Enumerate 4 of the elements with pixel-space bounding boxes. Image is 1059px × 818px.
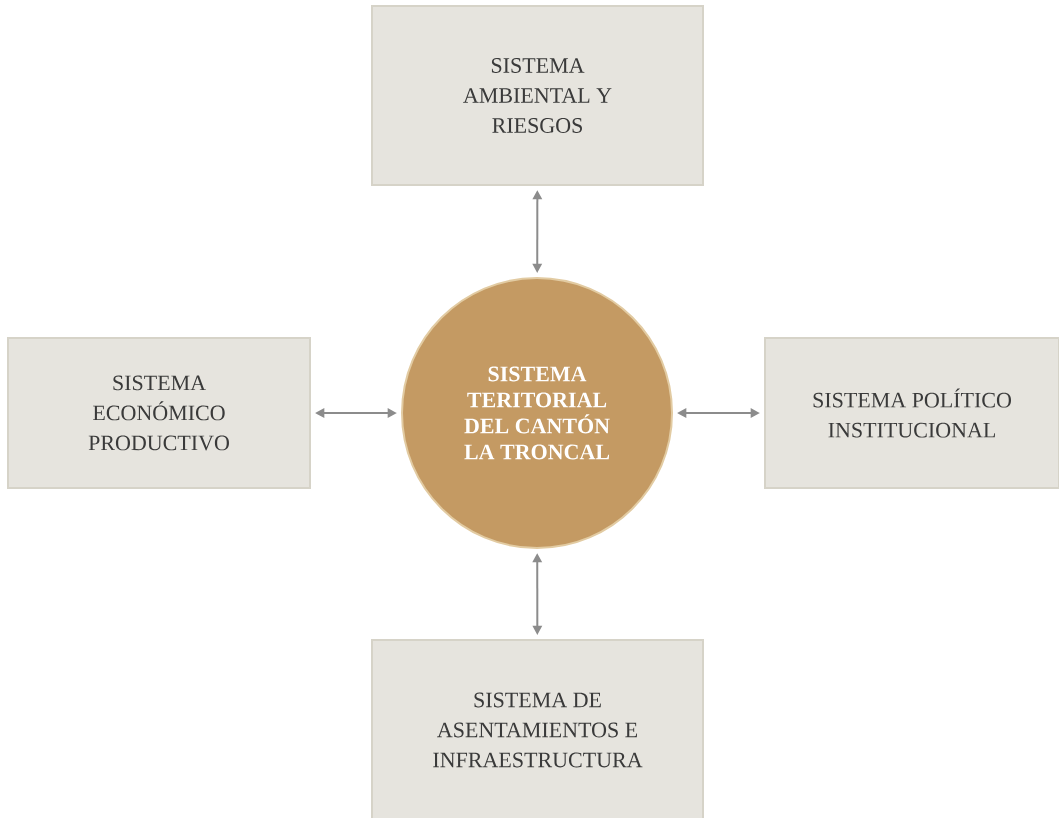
system-box: SISTEMA POLÍTICO INSTITUCIONAL xyxy=(764,337,1059,489)
system-box: SISTEMA AMBIENTAL Y RIESGOS xyxy=(371,5,704,186)
system-box: SISTEMA ECONÓMICO PRODUCTIVO xyxy=(7,337,311,489)
system-box: SISTEMA DE ASENTAMIENTOS E INFRAESTRUCTURA xyxy=(371,639,704,818)
